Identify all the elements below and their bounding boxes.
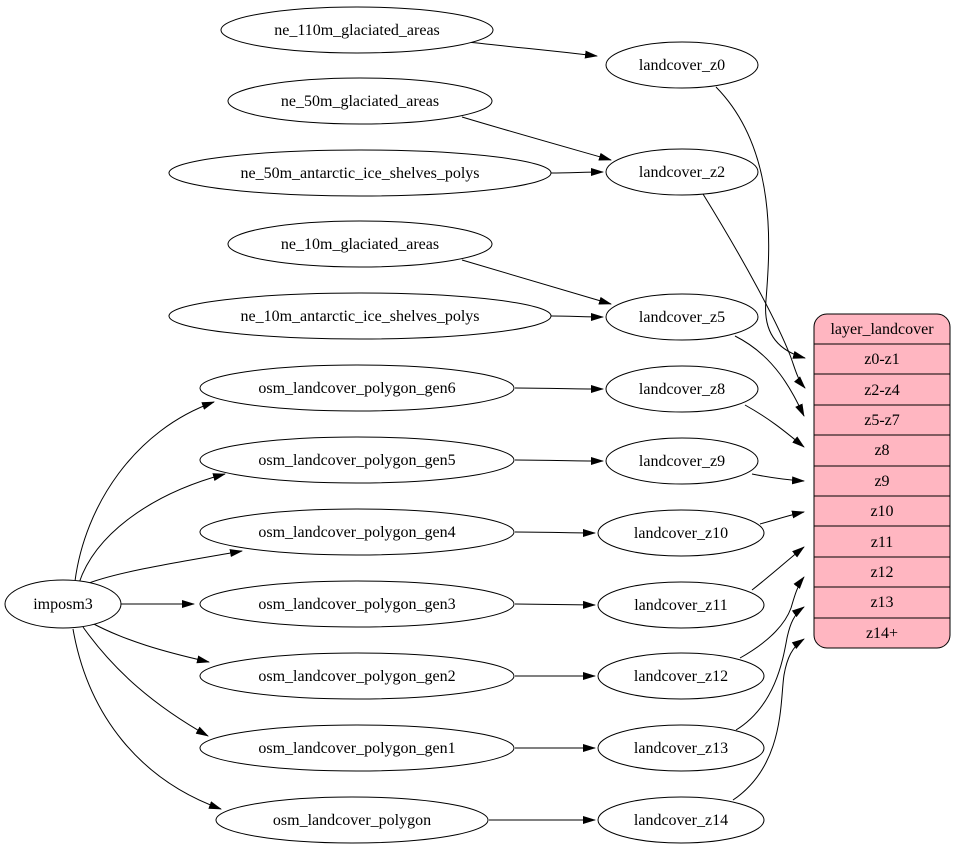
source-label: ne_10m_antarctic_ice_shelves_polys [240, 308, 479, 325]
table-label: landcover_z9 [639, 453, 725, 470]
node-landcover-z8: landcover_z8 [605, 365, 759, 413]
edge-imposm3-to-gen6 [74, 401, 215, 582]
node-landcover-z2: landcover_z2 [605, 148, 759, 196]
node-osm-landcover-polygon-gen4: osm_landcover_polygon_gen4 [199, 508, 515, 556]
source-label: osm_landcover_polygon_gen3 [258, 596, 455, 613]
source-label: ne_50m_glaciated_areas [281, 93, 439, 110]
node-imposm3-label: imposm3 [33, 596, 93, 613]
edge-imposm3-to-gen4 [83, 549, 243, 586]
layer-title: layer_landcover [830, 321, 934, 338]
source-label: ne_10m_glaciated_areas [281, 236, 439, 253]
node-landcover-z9: landcover_z9 [605, 437, 759, 485]
source-label: osm_landcover_polygon_gen2 [258, 668, 455, 685]
edge-ne-110m-to-z0 [467, 41, 598, 59]
node-osm-landcover-polygon-gen1: osm_landcover_polygon_gen1 [199, 724, 515, 772]
table-label: landcover_z12 [634, 668, 728, 685]
node-landcover-z10: landcover_z10 [597, 509, 765, 557]
node-osm-landcover-polygon-gen2: osm_landcover_polygon_gen2 [199, 652, 515, 700]
source-label: ne_110m_glaciated_areas [274, 22, 440, 39]
edge-z2-to-row-z2-z4 [702, 193, 806, 389]
node-landcover-z0: landcover_z0 [605, 41, 759, 89]
node-ne-110m-glaciated-areas: ne_110m_glaciated_areas [220, 6, 494, 54]
table-label: landcover_z0 [639, 57, 725, 74]
node-osm-landcover-polygon: osm_landcover_polygon [215, 796, 489, 844]
edge-ne-50m-antarctic-to-z2 [550, 168, 604, 177]
edge-imposm3-to-gen1 [82, 626, 209, 737]
source-label: osm_landcover_polygon_gen6 [258, 380, 455, 397]
layer-row-z2-z4: z2-z4 [864, 382, 900, 399]
edge-gen5-to-z9 [514, 456, 604, 465]
source-label: osm_landcover_polygon_gen4 [258, 524, 455, 541]
node-landcover-z12: landcover_z12 [597, 652, 765, 700]
table-label: landcover_z11 [634, 597, 728, 614]
edge-z11-to-row-z11 [751, 546, 805, 591]
edge-imposm3-to-gen2 [89, 621, 210, 664]
source-label: osm_landcover_polygon_gen1 [258, 740, 455, 757]
node-ne-50m-glaciated-areas: ne_50m_glaciated_areas [227, 77, 493, 125]
node-ne-50m-antarctic-ice-shelves-polys: ne_50m_antarctic_ice_shelves_polys [168, 149, 552, 197]
layer-row-z14plus: z14+ [866, 625, 898, 642]
edge-ne-10m-antarctic-to-z5 [550, 312, 604, 321]
layer-row-z8: z8 [874, 442, 889, 459]
edge-imposm3-to-polygon [72, 628, 222, 810]
edge-z14-to-row-z14plus [732, 638, 805, 801]
edge-z12-to-row-z12 [739, 576, 805, 659]
node-ne-10m-glaciated-areas: ne_10m_glaciated_areas [227, 220, 493, 268]
layer-row-z13: z13 [870, 594, 893, 611]
edge-z10-to-row-z10 [759, 510, 805, 525]
node-ne-10m-antarctic-ice-shelves-polys: ne_10m_antarctic_ice_shelves_polys [168, 292, 552, 340]
layer-row-z0-z1: z0-z1 [864, 351, 900, 368]
edge-ne-50m-glaciated-to-z2 [461, 116, 612, 161]
node-osm-landcover-polygon-gen5: osm_landcover_polygon_gen5 [199, 436, 515, 484]
edge-gen6-to-z8 [514, 384, 604, 393]
table-label: landcover_z10 [634, 525, 728, 542]
node-imposm3: imposm3 [4, 579, 122, 629]
layer-row-z10: z10 [870, 503, 893, 520]
source-label: ne_50m_antarctic_ice_shelves_polys [240, 165, 479, 182]
source-label: osm_landcover_polygon_gen5 [258, 452, 455, 469]
edge-z0-to-row-z0-z1 [715, 86, 806, 359]
edges-group [72, 41, 806, 824]
edge-ne-10m-glaciated-to-z5 [461, 259, 612, 305]
layer-row-z5-z7: z5-z7 [864, 412, 900, 429]
layer-row-z11: z11 [871, 534, 894, 551]
source-label: osm_landcover_polygon [273, 812, 431, 829]
layer-row-z9: z9 [874, 473, 889, 490]
table-label: landcover_z2 [639, 164, 725, 181]
node-landcover-z13: landcover_z13 [597, 724, 765, 772]
layer-row-z12: z12 [870, 564, 893, 581]
node-osm-landcover-polygon-gen6: osm_landcover_polygon_gen6 [199, 364, 515, 412]
edge-z5-to-row-z5-z7 [734, 335, 805, 417]
node-layer-landcover: layer_landcover z0-z1 z2-z4 z5-z7 z8 z9 … [813, 313, 951, 649]
table-label: landcover_z14 [634, 812, 728, 829]
edge-imposm3-to-gen5 [78, 473, 226, 584]
layer-record-body [813, 313, 951, 649]
node-landcover-z5: landcover_z5 [605, 293, 759, 341]
table-label: landcover_z8 [639, 381, 725, 398]
edge-z13-to-row-z13 [735, 606, 805, 731]
edge-z9-to-row-z9 [751, 473, 805, 485]
edge-gen4-to-z10 [514, 528, 596, 537]
table-label: landcover_z13 [634, 740, 728, 757]
edge-z8-to-row-z8 [744, 404, 805, 448]
node-landcover-z11: landcover_z11 [597, 581, 765, 629]
table-label: landcover_z5 [639, 309, 725, 326]
node-landcover-z14: landcover_z14 [597, 796, 765, 844]
node-osm-landcover-polygon-gen3: osm_landcover_polygon_gen3 [199, 580, 515, 628]
edge-gen3-to-z11 [514, 600, 596, 609]
